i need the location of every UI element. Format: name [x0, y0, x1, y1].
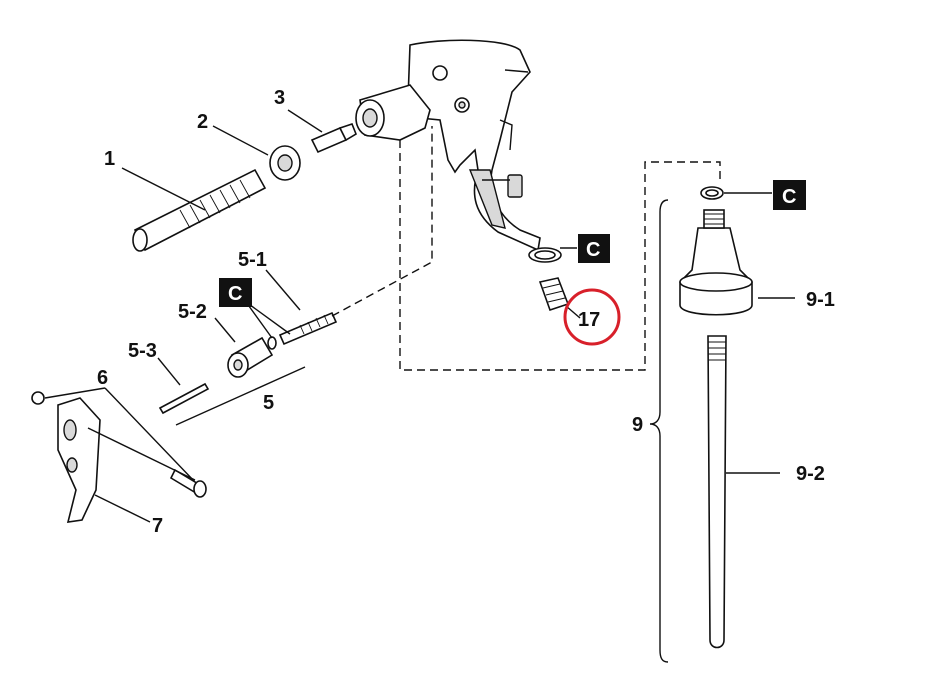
c-badge-body-ring: C [560, 234, 610, 263]
part-17-highlight[interactable]: 17 [563, 288, 621, 346]
label-part-17: 17 [578, 309, 600, 331]
label-part-5-1: 5-1 [238, 249, 267, 271]
label-part-9: 9 [632, 414, 643, 436]
part-7-trigger [57, 397, 196, 523]
part-17-fitting [528, 247, 581, 319]
c-badge-text: C [782, 186, 796, 208]
part-labels: 1 2 3 5-1 5-2 5-3 5 6 7 9 9-1 9-2 [97, 87, 835, 537]
c-badge-text: C [586, 239, 600, 261]
label-part-7: 7 [152, 515, 163, 537]
part-1-nozzle [121, 167, 267, 252]
label-part-5: 5 [263, 392, 274, 414]
gun-body [355, 39, 541, 252]
label-part-1: 1 [104, 148, 115, 170]
label-part-5-2: 5-2 [178, 301, 207, 323]
assembly-dashed-lines [331, 126, 721, 371]
c-badge-tube-ring: C [724, 180, 806, 210]
label-part-2: 2 [197, 111, 208, 133]
part-6-screws [31, 387, 207, 498]
part-3-fitting [287, 109, 357, 154]
part-5-valve-assembly [157, 269, 338, 426]
label-part-5-3: 5-3 [128, 340, 157, 362]
label-part-9-2: 9-2 [796, 463, 825, 485]
part-2-knurled-nut [212, 125, 301, 181]
c-badge-trigger-group: C [219, 278, 252, 307]
label-part-6: 6 [97, 367, 108, 389]
part-9-tube-assembly [649, 186, 795, 663]
c-badge-text: C [228, 283, 242, 305]
label-part-9-1: 9-1 [806, 289, 835, 311]
label-part-3: 3 [274, 87, 285, 109]
